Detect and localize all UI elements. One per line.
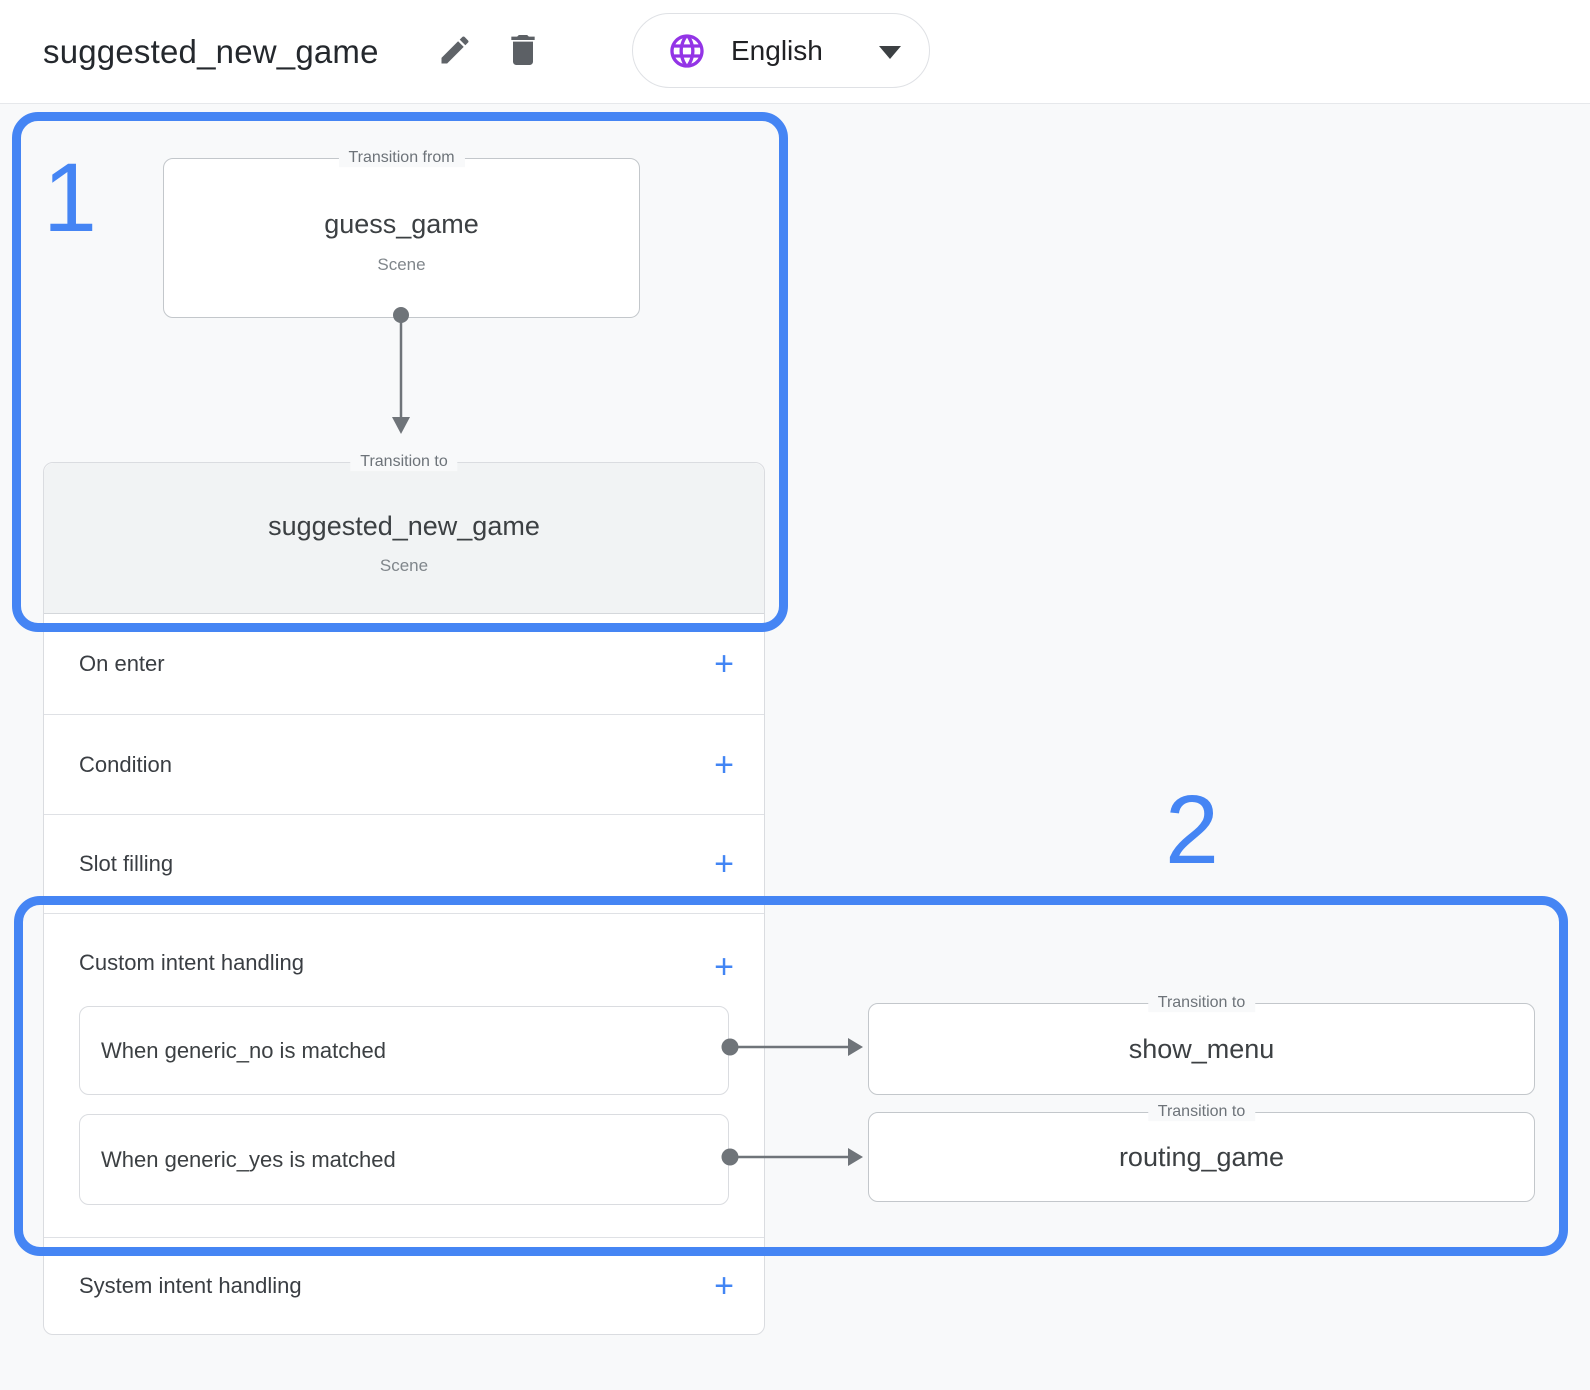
transition-to-node[interactable]: Transition to suggested_new_game Scene <box>44 453 764 614</box>
add-condition-button[interactable]: + <box>714 745 734 784</box>
transition-to-legend: Transition to <box>1147 1103 1256 1122</box>
header-bar: suggested_new_game English <box>0 0 1590 104</box>
scene-panel: Transition to suggested_new_game Scene O… <box>43 453 765 1335</box>
target-scene-name: show_menu <box>1128 1033 1275 1064</box>
condition-label: Condition <box>79 751 172 777</box>
section-on-enter: On enter + <box>44 613 764 714</box>
edit-scene-button[interactable] <box>432 28 478 74</box>
annotation-number-2: 2 <box>1165 775 1219 884</box>
add-custom-intent-button[interactable]: + <box>714 948 734 986</box>
transition-to-legend: Transition to <box>1147 994 1256 1013</box>
language-selector[interactable]: English <box>632 13 930 88</box>
chevron-down-icon <box>879 45 901 59</box>
trash-icon <box>503 30 543 73</box>
from-scene-name: guess_game <box>324 209 479 239</box>
transition-target-routing-game[interactable]: Transition to routing_game <box>868 1103 1535 1202</box>
transition-from-legend: Transition from <box>338 149 465 168</box>
delete-scene-button[interactable] <box>500 28 546 74</box>
from-scene-type: Scene <box>377 255 426 274</box>
slot-filling-label: Slot filling <box>79 851 174 876</box>
globe-icon <box>667 31 707 71</box>
pencil-icon <box>437 32 473 71</box>
flow-arrow-down <box>392 307 410 434</box>
section-slot-filling: Slot filling + <box>44 814 764 913</box>
add-on-enter-button[interactable]: + <box>714 644 734 683</box>
add-system-intent-button[interactable]: + <box>714 1267 734 1305</box>
page-title: suggested_new_game <box>43 32 379 70</box>
current-scene-type: Scene <box>379 556 429 575</box>
annotation-number-1: 1 <box>43 143 97 252</box>
system-intent-label: System intent handling <box>79 1273 302 1298</box>
intent-card-generic-yes[interactable]: When generic_yes is matched <box>79 1114 729 1205</box>
intent-card-label: When generic_no is matched <box>101 1037 386 1063</box>
section-system-intent-handling: System intent handling + <box>44 1237 764 1334</box>
transition-target-show-menu[interactable]: Transition to show_menu <box>868 994 1535 1095</box>
transition-from-node[interactable]: Transition from guess_game Scene <box>163 149 640 318</box>
intent-card-generic-no[interactable]: When generic_no is matched <box>79 1006 729 1095</box>
on-enter-label: On enter <box>79 650 165 676</box>
intent-card-label: When generic_yes is matched <box>101 1146 396 1172</box>
target-scene-name: routing_game <box>1118 1141 1285 1172</box>
section-custom-intent-handling: Custom intent handling + When generic_no… <box>44 913 764 1237</box>
language-label: English <box>731 34 823 66</box>
transition-to-legend: Transition to <box>350 453 458 472</box>
custom-intent-label: Custom intent handling <box>79 950 305 975</box>
current-scene-name: suggested_new_game <box>268 511 540 541</box>
add-slot-filling-button[interactable]: + <box>714 845 734 883</box>
section-condition: Condition + <box>44 714 764 814</box>
